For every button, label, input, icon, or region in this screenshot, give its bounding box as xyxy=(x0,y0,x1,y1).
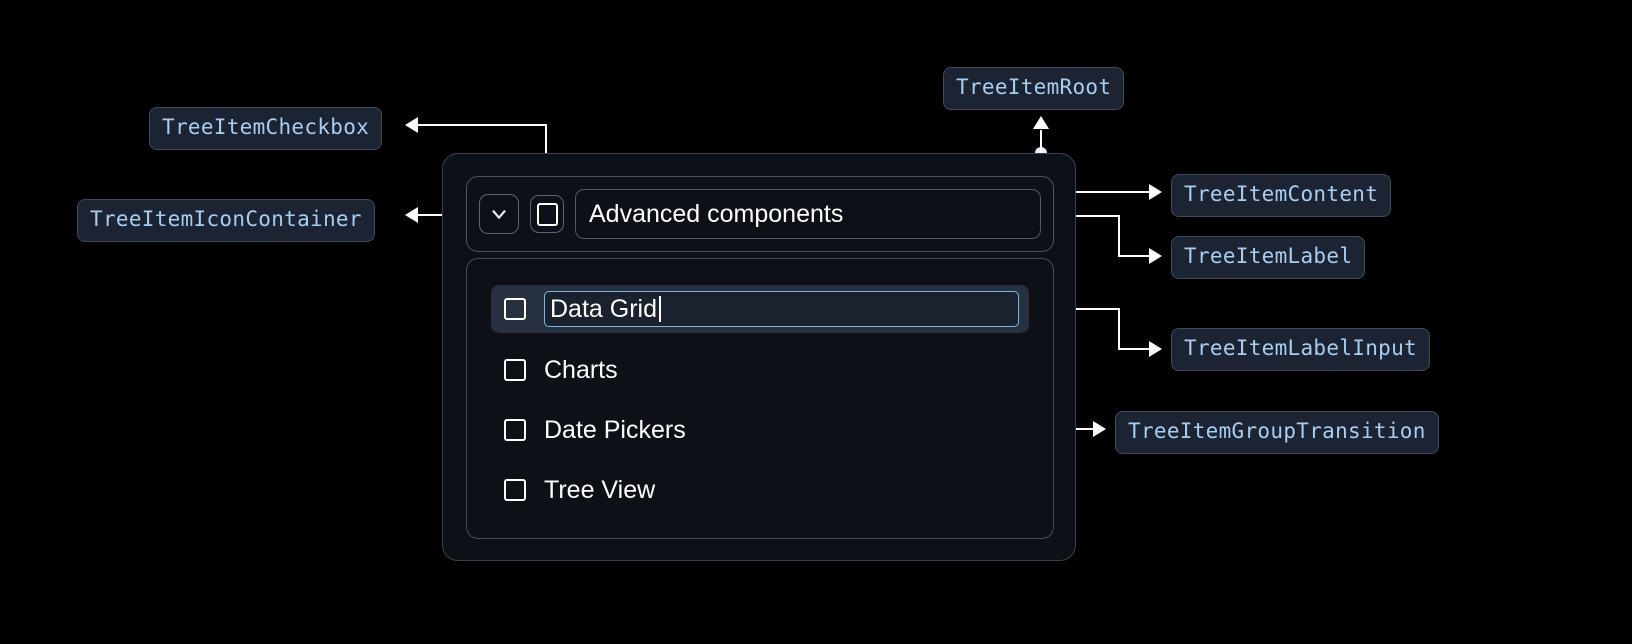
tree-item-label-input[interactable]: Data Grid xyxy=(544,291,1019,327)
chevron-down-icon xyxy=(488,203,510,225)
tree-item-group-transition: Data Grid Charts Date Pickers Tree View xyxy=(466,258,1054,539)
tree-item-checkbox-data-grid[interactable] xyxy=(504,298,526,320)
tree-item-checkbox[interactable] xyxy=(530,195,564,233)
tree-item-label-input-value: Data Grid xyxy=(550,294,657,323)
tree-item-label-text: Advanced components xyxy=(589,199,844,228)
connector-line-content xyxy=(1053,191,1152,193)
annotation-tree-item-icon-container: TreeItemIconContainer xyxy=(77,199,375,242)
connector-arrow-label xyxy=(1149,248,1162,264)
text-caret xyxy=(658,296,661,322)
checkbox-box-icon xyxy=(536,202,558,226)
annotation-tree-item-label-input: TreeItemLabelInput xyxy=(1171,328,1430,371)
tree-item-icon-container[interactable] xyxy=(479,194,519,234)
connector-line-label-input-1 xyxy=(1042,308,1120,310)
connector-line-label-1 xyxy=(1042,215,1120,217)
connector-line-label-2 xyxy=(1118,215,1120,257)
tree-item-child-tree-view[interactable]: Tree View xyxy=(491,467,1029,513)
connector-arrow-label-input xyxy=(1149,341,1162,357)
tree-item-label-date-pickers: Date Pickers xyxy=(544,415,686,444)
connector-arrow-icon-container xyxy=(405,207,418,223)
connector-line-label-3 xyxy=(1118,255,1152,257)
connector-arrow-content xyxy=(1149,184,1162,200)
tree-item-child-data-grid[interactable]: Data Grid xyxy=(491,285,1029,333)
connector-line-root-vertical xyxy=(1040,130,1042,153)
tree-item-child-charts[interactable]: Charts xyxy=(491,347,1029,393)
connector-arrow-checkbox xyxy=(405,117,418,133)
tree-item-checkbox-date-pickers[interactable] xyxy=(504,419,526,441)
connector-line-label-input-2 xyxy=(1118,308,1120,350)
connector-line-checkbox-horizontal xyxy=(418,124,546,126)
connector-line-label-input-3 xyxy=(1118,348,1152,350)
annotation-tree-item-root: TreeItemRoot xyxy=(943,67,1125,110)
tree-item-content[interactable]: Advanced components xyxy=(466,176,1054,252)
tree-item-checkbox-charts[interactable] xyxy=(504,359,526,381)
tree-item-child-date-pickers[interactable]: Date Pickers xyxy=(491,407,1029,453)
tree-item-label-charts: Charts xyxy=(544,355,618,384)
tree-item-label[interactable]: Advanced components xyxy=(575,189,1041,239)
tree-item-label-tree-view: Tree View xyxy=(544,475,656,504)
connector-arrow-group-transition xyxy=(1093,421,1106,437)
annotation-tree-item-content: TreeItemContent xyxy=(1171,174,1392,217)
tree-item-checkbox-tree-view[interactable] xyxy=(504,479,526,501)
annotation-tree-item-checkbox: TreeItemCheckbox xyxy=(149,107,383,150)
annotation-tree-item-label: TreeItemLabel xyxy=(1171,236,1366,279)
annotation-tree-item-group-transition: TreeItemGroupTransition xyxy=(1115,411,1439,454)
connector-arrow-root xyxy=(1033,116,1049,129)
